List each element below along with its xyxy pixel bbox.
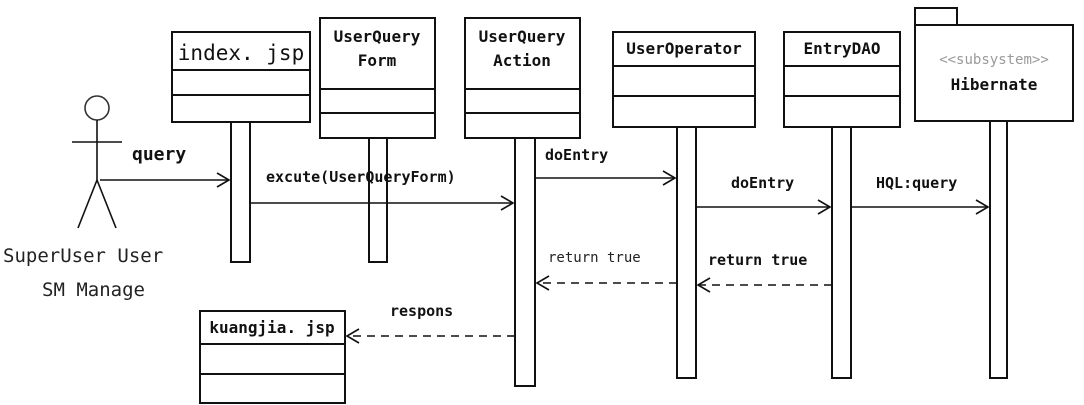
message-hql-query-label: HQL:query <box>876 174 957 192</box>
message-doentry-2: doEntry <box>696 174 832 215</box>
actor-right-leg <box>96 179 117 229</box>
object-userqueryform: UserQuery Form <box>319 17 436 263</box>
message-doentry-2-label: doEntry <box>731 174 794 192</box>
userqueryform-lifeline <box>368 137 388 263</box>
message-excute-label: excute(UserQueryForm) <box>266 168 456 186</box>
object-kuangjia-jsp: kuangjia. jsp <box>199 310 346 404</box>
message-return-true-2-label: return true <box>708 251 807 269</box>
message-query-label: query <box>132 144 186 165</box>
message-return-true-1: return true <box>535 250 677 291</box>
arrowhead-icon <box>535 275 550 291</box>
message-query: query <box>100 144 231 188</box>
message-return-true-2: return true <box>696 251 832 293</box>
object-entrydao: EntryDAO <box>783 31 901 379</box>
userqueryaction-title-line1: UserQuery <box>479 27 566 46</box>
arrowhead-icon <box>817 199 832 215</box>
object-index-jsp: index. jsp <box>171 31 311 263</box>
message-respons-label: respons <box>390 302 453 320</box>
arrowhead-icon <box>696 277 711 293</box>
arrowhead-icon <box>662 170 677 186</box>
message-excute: excute(UserQueryForm) <box>250 168 515 211</box>
useroperator-lifeline <box>676 126 697 379</box>
actor-superuser: SuperUser User SM Manage <box>3 95 163 301</box>
actor-head-icon <box>84 95 110 121</box>
userqueryaction-lifeline <box>514 137 536 387</box>
object-hibernate-subsystem: <<subsystem>> Hibernate <box>914 7 1074 379</box>
entrydao-title: EntryDAO <box>803 39 880 58</box>
message-hql-query: HQL:query <box>851 174 990 215</box>
message-doentry-1: doEntry <box>535 146 677 186</box>
object-useroperator: UserOperator <box>612 31 756 379</box>
arrowhead-icon <box>345 328 360 344</box>
userqueryaction-title-line2: Action <box>493 51 551 70</box>
arrowhead-icon <box>975 199 990 215</box>
index-jsp-title: index. jsp <box>178 41 304 65</box>
message-respons: respons <box>345 302 515 344</box>
actor-name-line1: SuperUser User <box>3 245 163 267</box>
arrowhead-icon <box>216 172 231 188</box>
userqueryform-title-line1: UserQuery <box>334 27 421 46</box>
hibernate-title: Hibernate <box>951 75 1038 94</box>
index-jsp-lifeline <box>230 121 251 263</box>
message-doentry-1-label: doEntry <box>545 146 608 164</box>
arrowhead-icon <box>500 195 515 211</box>
actor-left-leg <box>77 179 98 229</box>
hibernate-folder-tab-icon <box>914 7 958 26</box>
useroperator-title: UserOperator <box>626 39 742 58</box>
kuangjia-jsp-title: kuangjia. jsp <box>209 318 334 337</box>
userqueryform-title-line2: Form <box>358 51 397 70</box>
message-return-true-1-label: return true <box>548 250 641 266</box>
object-userqueryaction: UserQuery Action <box>464 17 581 387</box>
entrydao-lifeline <box>831 126 852 379</box>
hibernate-lifeline <box>989 120 1008 379</box>
hibernate-stereotype: <<subsystem>> <box>939 52 1049 68</box>
actor-name-line2: SM Manage <box>42 279 145 301</box>
